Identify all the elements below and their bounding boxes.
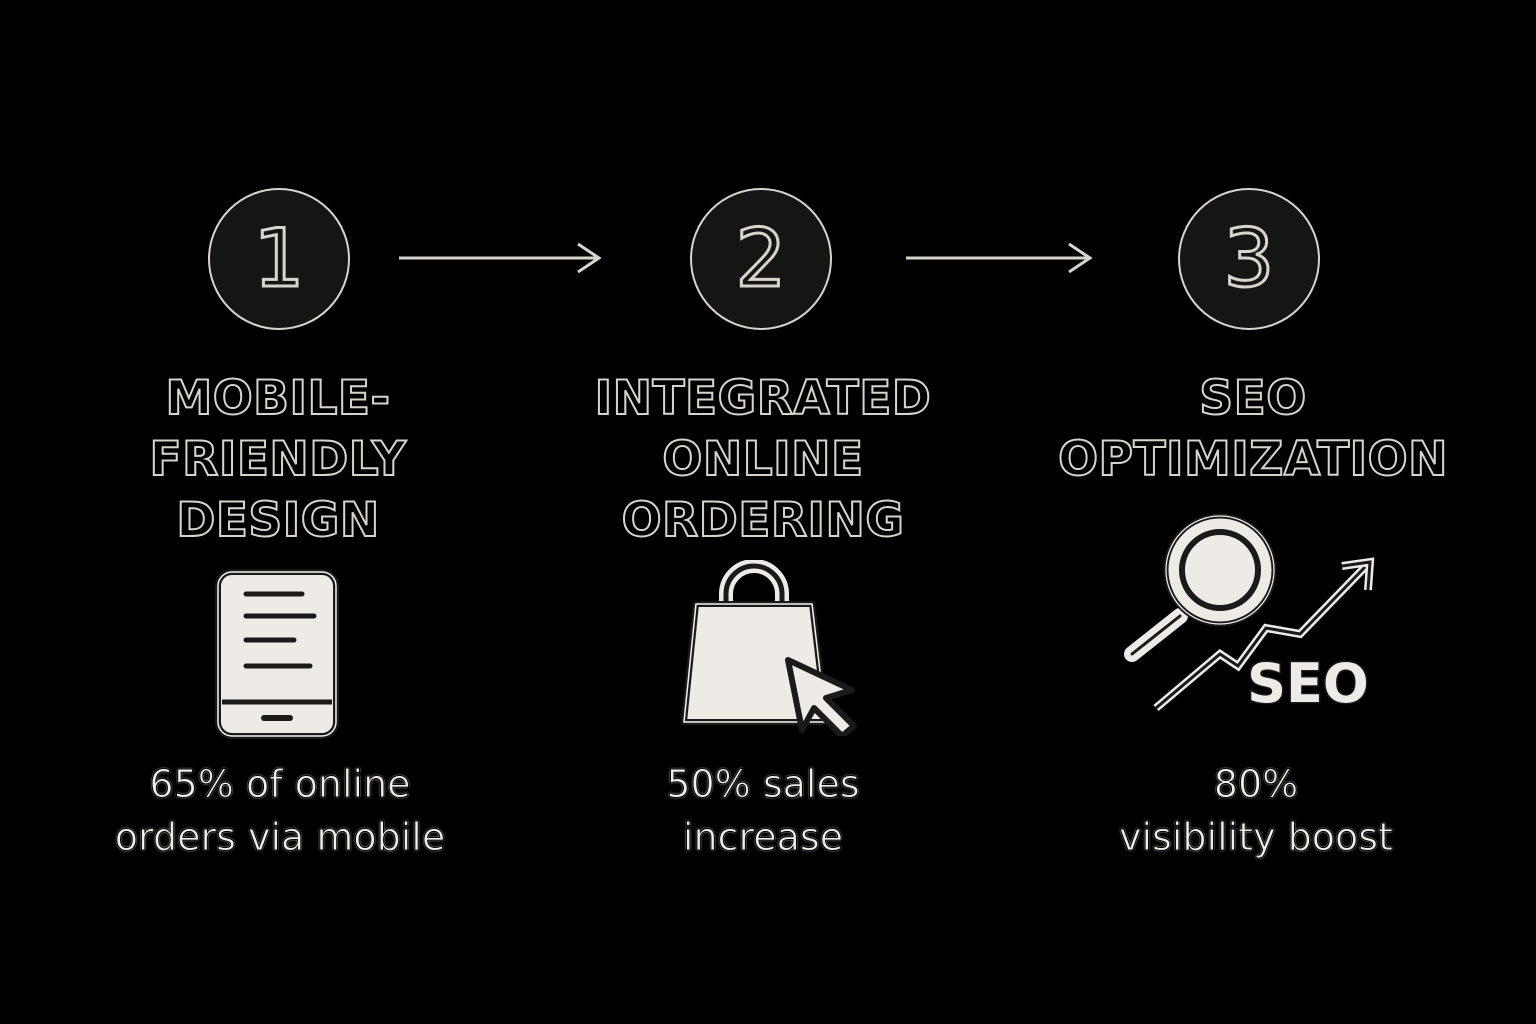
magnifier-growth-icon: SEO [1124, 513, 1375, 714]
step-2-stat-line: increase [682, 815, 844, 860]
step-2-title-line: INTEGRATED [594, 370, 932, 427]
arrow-right-icon [399, 243, 602, 273]
step-3-stat: 80% visibility boost [1046, 758, 1466, 864]
step-2-stat-line: 50% sales [666, 762, 860, 807]
step-3-title: SEO OPTIMIZATION [1043, 368, 1463, 490]
arrow-right-icon [906, 243, 1093, 273]
step-1-circle: 1 [208, 188, 350, 330]
step-2-title-line: ORDERING [621, 492, 905, 549]
step-1-title-line: FRIENDLY [149, 431, 407, 488]
step-2-stat: 50% sales increase [553, 758, 973, 864]
step-1-stat: 65% of online orders via mobile [70, 758, 490, 864]
step-3-title-line: OPTIMIZATION [1057, 431, 1448, 488]
step-1-number: 1 [252, 212, 306, 305]
step-3-stat-line: 80% [1213, 762, 1299, 807]
step-1-title: MOBILE- FRIENDLY DESIGN [68, 368, 488, 551]
step-1-title-line: DESIGN [175, 492, 380, 549]
seo-icon-label: SEO [1247, 652, 1369, 714]
step-2-title: INTEGRATED ONLINE ORDERING [553, 368, 973, 551]
step-3-number: 3 [1222, 212, 1276, 305]
step-3-stat-line: visibility boost [1119, 815, 1394, 860]
step-2-title-line: ONLINE [661, 431, 864, 488]
step-1-stat-line: 65% of online [149, 762, 411, 807]
step-3-title-line: SEO [1198, 370, 1307, 427]
step-3-circle: 3 [1178, 188, 1320, 330]
step-2-number: 2 [734, 212, 788, 305]
mobile-phone-icon [215, 569, 339, 739]
shopping-bag-cursor-icon [681, 560, 857, 736]
step-2-circle: 2 [690, 188, 832, 330]
step-1-title-line: MOBILE- [164, 370, 391, 427]
step-1-stat-line: orders via mobile [114, 815, 446, 860]
